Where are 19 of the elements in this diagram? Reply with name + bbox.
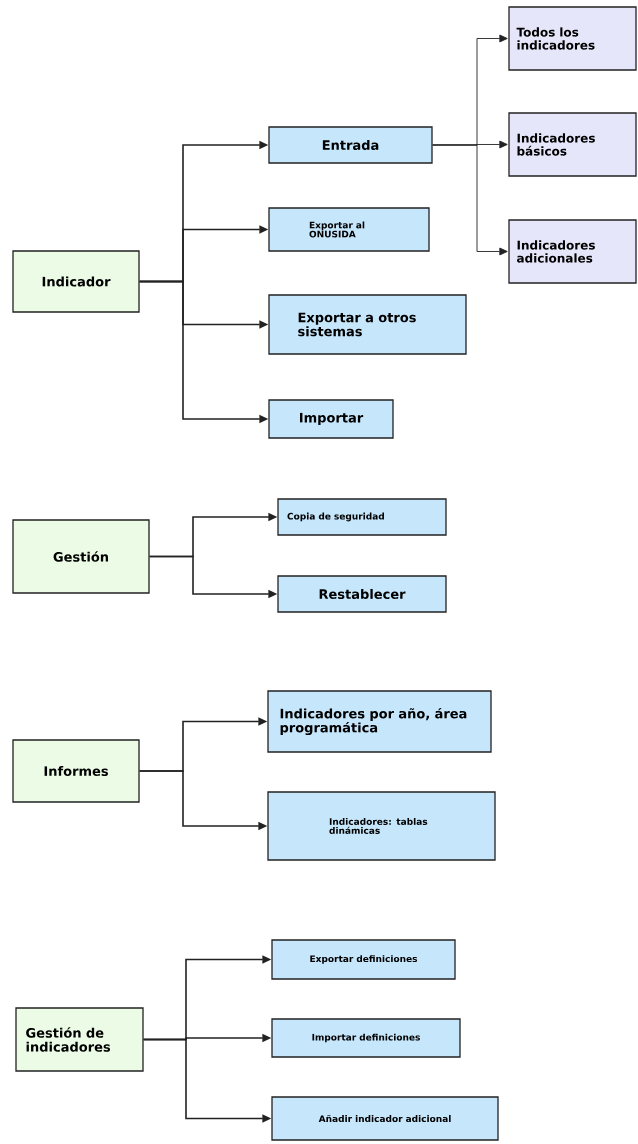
category-box: Gestión	[12, 519, 150, 594]
option-box: Todos los indicadores	[508, 6, 637, 71]
option-box: Exportar al ONUSIDA	[268, 207, 430, 252]
option-box: Importar definiciones	[271, 1018, 461, 1058]
option-box: Indicadores: tablas dinámicas	[267, 791, 496, 861]
option-box: Exportar definiciones	[271, 939, 456, 980]
option-box: Importar	[268, 399, 394, 439]
option-box: Copia de seguridad	[277, 498, 447, 536]
option-box: Entrada	[268, 126, 433, 164]
option-box: Indicadores por año, área programática	[267, 690, 492, 753]
arrow	[432, 144, 508, 256]
option-box: Indicadores básicos	[508, 112, 637, 177]
category-box: Indicador	[12, 250, 140, 313]
option-box: Indicadores adicionales	[508, 219, 637, 284]
option-box: Añadir indicador adicional	[271, 1096, 499, 1141]
category-box: Informes	[12, 739, 140, 803]
category-box: Gestión de indicadores	[15, 1007, 144, 1072]
option-box: Exportar a otros sistemas	[268, 294, 467, 355]
option-box: Restablecer	[277, 575, 447, 613]
